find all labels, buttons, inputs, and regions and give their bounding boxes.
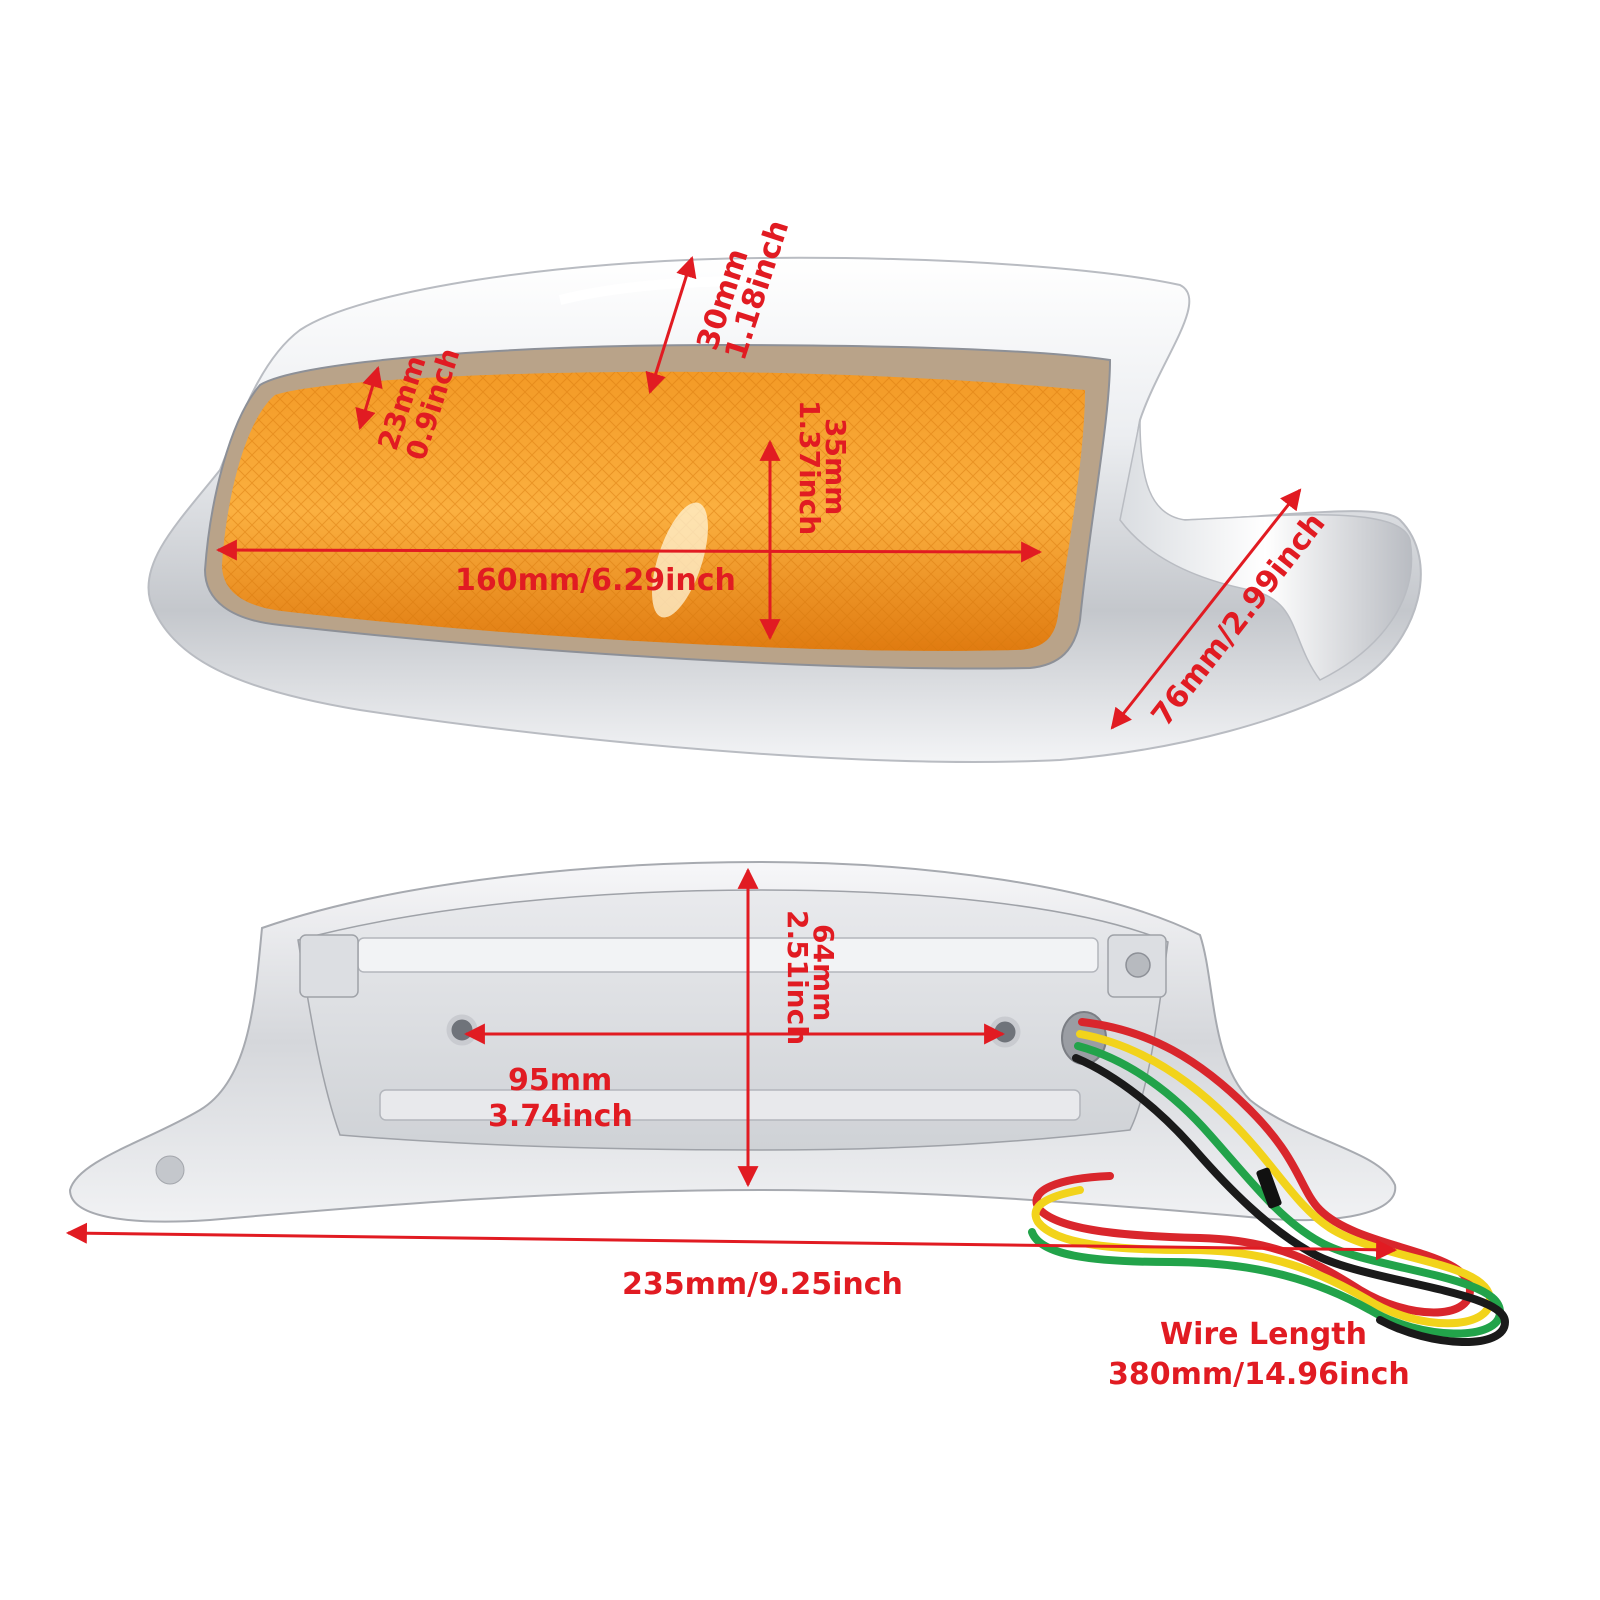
bottom-upper-rail bbox=[357, 937, 1099, 973]
overall-width-label: 235mm/9.25inch bbox=[622, 1267, 903, 1302]
mount-height-inch-label: 2.51inch bbox=[781, 910, 814, 1045]
depth-arrow bbox=[1110, 488, 1302, 730]
lens-width-label: 160mm/6.29inch bbox=[455, 563, 736, 598]
cable-tie bbox=[1256, 1167, 1282, 1209]
height-top-arrow bbox=[645, 255, 697, 395]
lens-width-arrow bbox=[215, 539, 1043, 563]
wire-length-value: 380mm/14.96inch bbox=[1108, 1357, 1410, 1392]
lens-lip-arrow bbox=[355, 365, 383, 431]
left-mounting-hole bbox=[446, 1014, 478, 1046]
left-flange-rivet bbox=[155, 1155, 185, 1185]
overall-width-arrow bbox=[65, 1222, 1398, 1261]
top-lens-texture bbox=[222, 371, 1085, 651]
hole-spacing-mm-label: 95mm bbox=[508, 1063, 612, 1098]
bottom-lower-rail bbox=[379, 1089, 1081, 1121]
lens-height-mm-label: 35mm bbox=[819, 418, 852, 515]
bottom-dimensions: 64mm 2.51inch 95mm 3.74inch 235mm/9.25in… bbox=[65, 867, 1410, 1392]
mount-height-mm-label: 64mm bbox=[807, 924, 840, 1021]
hole-spacing-inch-label: 3.74inch bbox=[488, 1099, 633, 1134]
top-fender-tip-light bbox=[147, 256, 1422, 763]
lens-height-inch-label: 1.37inch bbox=[793, 400, 826, 535]
bottom-right-boss-hole bbox=[1125, 952, 1151, 978]
right-mounting-hole bbox=[989, 1016, 1021, 1048]
bottom-left-boss bbox=[299, 934, 359, 998]
wire-length-label: Wire Length bbox=[1160, 1317, 1367, 1352]
bottom-fender-tip-underside bbox=[68, 860, 1397, 1223]
